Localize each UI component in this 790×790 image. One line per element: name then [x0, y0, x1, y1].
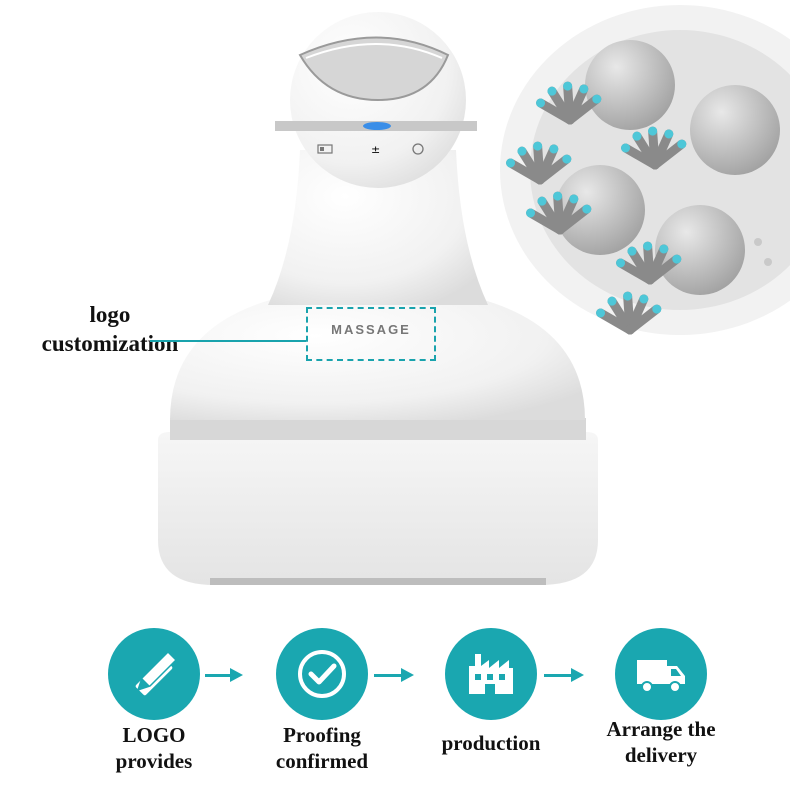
bristle-tip [623, 291, 633, 301]
bristle-tip [582, 204, 592, 214]
step-1-line-2: provides [115, 749, 193, 773]
bristle-tip [549, 144, 559, 154]
bristle-tip [677, 139, 687, 149]
bristle-tip [553, 191, 563, 201]
truck-icon [637, 660, 685, 693]
bristle-tip [563, 81, 573, 91]
bristle-tip [517, 146, 527, 156]
bristle-tip [506, 158, 516, 168]
bristle-finger [535, 154, 572, 185]
step-3-label: production [406, 730, 576, 756]
step-1-line-1: LOGO [122, 723, 186, 747]
step-1-circle [108, 628, 200, 720]
bristle-tip [533, 141, 543, 151]
step-2-line-2: confirmed [275, 749, 369, 773]
massager-front-view [158, 12, 598, 585]
bristle-finger [625, 304, 662, 335]
bristle-tip [643, 241, 653, 251]
bristle-tip [579, 84, 589, 94]
pencil-ruler-icon [135, 650, 178, 696]
imprint-text: MASSAGE [331, 322, 411, 337]
bristle-finger [565, 94, 602, 125]
step-3-line-1: production [441, 731, 541, 755]
logo-customization-callout: logo customization [20, 300, 200, 358]
step-4-circle [615, 628, 707, 720]
bristle-tip [621, 143, 631, 153]
step-2-circle [276, 628, 368, 720]
arrow-3 [544, 668, 584, 682]
bristle-tip [672, 254, 682, 264]
step-1-label: LOGO provides [69, 722, 239, 774]
bristle-tip [536, 98, 546, 108]
bristle-tip [652, 304, 662, 314]
bristle-tip [648, 126, 658, 136]
step-2-label: Proofing confirmed [237, 722, 407, 774]
bristle-tip [562, 154, 572, 164]
bristle-finger [650, 139, 687, 170]
callout-line-2: customization [41, 331, 179, 356]
customization-process-steps: LOGO provides Proofing confirmed product… [0, 610, 790, 790]
bristle-tip [639, 294, 649, 304]
bristle-tip [632, 131, 642, 141]
plus-minus-label: ± [371, 143, 380, 156]
step-4-label: Arrange the delivery [576, 716, 746, 768]
step-4-line-1: Arrange the [606, 717, 716, 741]
bristle-tip [616, 258, 626, 268]
step-3-circle [445, 628, 537, 720]
bristle-tip [664, 129, 674, 139]
bristle-tip [547, 86, 557, 96]
callout-line-1: logo [89, 302, 131, 327]
bristle-tip [659, 244, 669, 254]
massager-bristle-head-view [500, 5, 790, 335]
bristle-tip [537, 196, 547, 206]
bristle-tip [596, 308, 606, 318]
bristle-tip [526, 208, 536, 218]
scalp-massager-illustration: ± [158, 5, 790, 585]
bristle-tip [627, 246, 637, 256]
bristle-cluster [506, 81, 687, 335]
factory-icon [469, 654, 513, 694]
step-4-line-2: delivery [624, 743, 698, 767]
step-2-line-1: Proofing [283, 723, 361, 747]
bristle-finger [645, 254, 682, 285]
callout-connector-line [150, 340, 306, 342]
bristle-tip [592, 94, 602, 104]
logo-imprint-area: MASSAGE [306, 307, 436, 361]
checkmark-icon [298, 650, 346, 698]
bristle-finger [555, 204, 592, 235]
bristle-tip [569, 194, 579, 204]
arrow-1 [205, 668, 243, 682]
bristle-tip [607, 296, 617, 306]
arrow-2 [374, 668, 414, 682]
